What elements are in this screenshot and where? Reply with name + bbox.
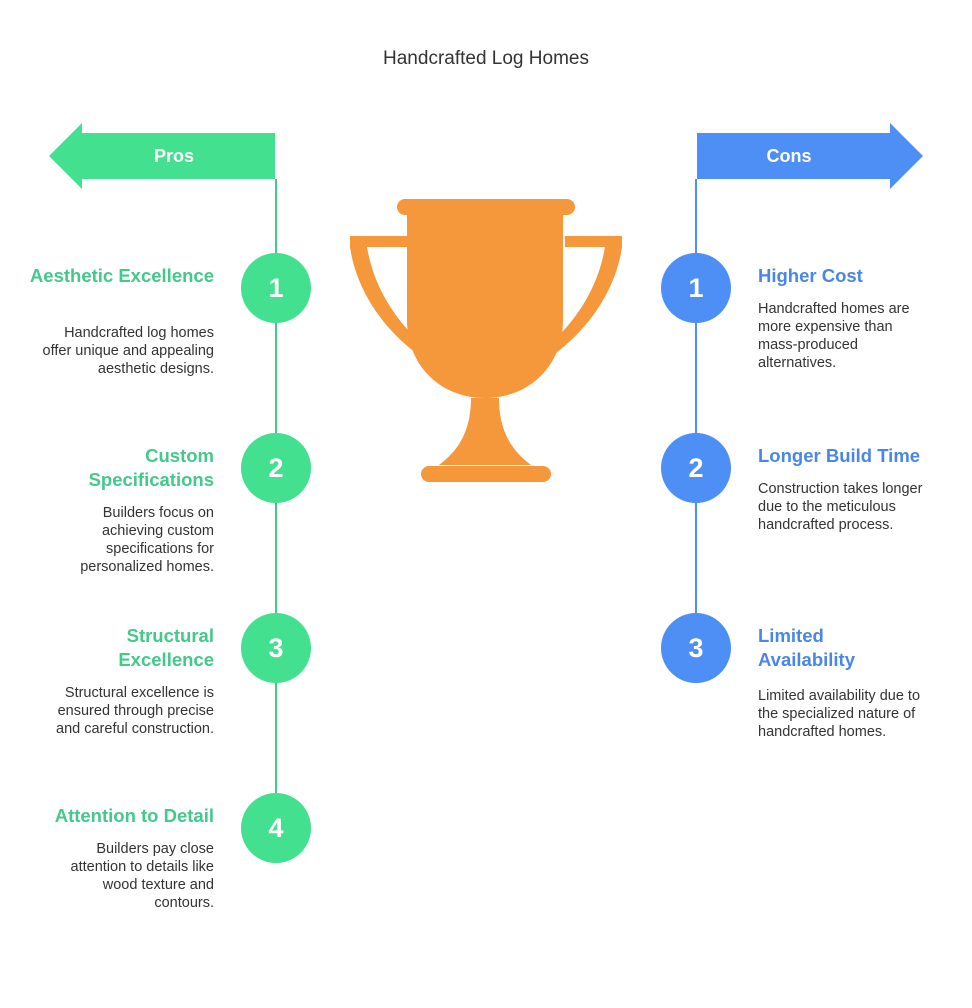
cons-heading-2: Longer Build Time bbox=[758, 445, 921, 466]
pros-desc-4: Builders pay close attention to details … bbox=[70, 841, 214, 911]
cons-arrow bbox=[697, 123, 923, 189]
cons-heading-3: Limited Availability bbox=[758, 625, 855, 670]
cons-desc-2: Construction takes longer due to the met… bbox=[758, 481, 923, 533]
pros-number-4: 4 bbox=[241, 793, 311, 863]
pros-heading-4: Attention to Detail bbox=[54, 805, 214, 826]
pros-arrow bbox=[49, 123, 275, 189]
trophy-icon bbox=[350, 199, 622, 482]
cons-number-2: 2 bbox=[661, 433, 731, 503]
pros-label: Pros bbox=[153, 146, 195, 166]
pros-number-3: 3 bbox=[241, 613, 311, 683]
cons-label: Cons bbox=[766, 146, 812, 166]
pros-heading-1: Aesthetic Excellence bbox=[29, 265, 214, 286]
cons-desc-1: Handcrafted homes are more expensive tha… bbox=[758, 301, 910, 371]
cons-number-3: 3 bbox=[661, 613, 731, 683]
pros-desc-2: Builders focus on achieving custom speci… bbox=[80, 505, 214, 575]
pros-timeline bbox=[275, 179, 277, 829]
pros-heading-2: Custom Specifications bbox=[88, 445, 214, 490]
cons-heading-1: Higher Cost bbox=[758, 265, 863, 286]
page-title: Handcrafted Log Homes bbox=[383, 48, 589, 69]
pros-desc-3: Structural excellence is ensured through… bbox=[56, 685, 214, 737]
cons-timeline bbox=[695, 179, 697, 649]
cons-number-1: 1 bbox=[661, 253, 731, 323]
pros-heading-3: Structural Excellence bbox=[118, 625, 214, 670]
pros-number-2: 2 bbox=[241, 433, 311, 503]
pros-number-1: 1 bbox=[241, 253, 311, 323]
pros-desc-1: Handcrafted log homes offer unique and a… bbox=[42, 325, 214, 377]
cons-desc-3: Limited availability due to the speciali… bbox=[758, 688, 921, 740]
